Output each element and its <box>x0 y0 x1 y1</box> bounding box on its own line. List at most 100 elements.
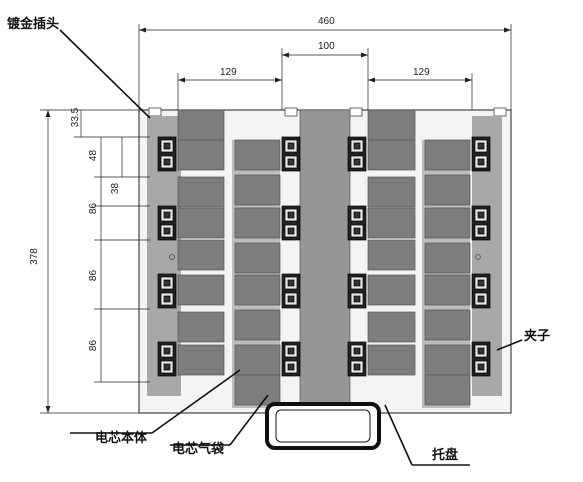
clip-pin <box>163 158 171 166</box>
dim-pitch-a: 48 <box>88 149 100 162</box>
dim-row-pitch-1: 86 <box>88 202 100 215</box>
clip-pin <box>353 142 361 150</box>
clip-pin <box>477 363 485 371</box>
center-pouch <box>299 109 351 411</box>
dim-left-span: 129 <box>220 67 237 78</box>
cell-body <box>234 139 281 171</box>
label-gold-plug: 镀金插头 <box>7 17 60 32</box>
tray-handle-inner <box>275 409 371 443</box>
cell-body <box>424 242 471 274</box>
cell-body <box>177 311 225 343</box>
dim-row-pitch-2: 86 <box>88 269 100 282</box>
clip <box>157 205 177 241</box>
tray-hole <box>475 254 481 260</box>
clip-pin <box>163 363 171 371</box>
tray-hole <box>169 254 175 260</box>
cell-body <box>177 139 225 171</box>
tray-notch <box>493 107 507 117</box>
cell-body <box>177 109 225 141</box>
dim-overall-width: 460 <box>318 16 335 27</box>
dim-pitch-b: 38 <box>110 182 122 195</box>
clip-pin <box>477 211 485 219</box>
clip-pin <box>287 211 295 219</box>
clip-pin <box>163 211 171 219</box>
cell-body <box>367 274 416 306</box>
clip-pin <box>287 363 295 371</box>
clip-pin <box>477 347 485 355</box>
clip <box>281 273 301 309</box>
clip-pin <box>353 363 361 371</box>
dim-right-span: 129 <box>413 67 430 78</box>
cell-body <box>177 274 225 306</box>
clip <box>157 273 177 309</box>
cell-body <box>424 309 471 341</box>
cell-body <box>177 344 225 376</box>
dimension-lines <box>40 24 512 414</box>
clip-pin <box>353 211 361 219</box>
cell-body <box>367 109 416 141</box>
clip <box>347 273 367 309</box>
dim-overall-height: 378 <box>28 248 40 265</box>
cell-body <box>177 239 225 271</box>
clip-pin <box>477 279 485 287</box>
label-clip: 夹子 <box>524 329 551 344</box>
clip-pin <box>287 279 295 287</box>
tray-handle <box>265 402 381 450</box>
cell-body <box>234 374 281 406</box>
cell-body <box>234 174 281 206</box>
clip-grid <box>157 136 491 377</box>
dim-center-gap: 100 <box>318 41 335 52</box>
clip-pin <box>477 158 485 166</box>
tray-notch <box>284 107 298 117</box>
dim-top-offset: 33.5 <box>70 107 82 128</box>
cell-body <box>424 207 471 239</box>
clip-pin <box>163 279 171 287</box>
clip <box>347 341 367 377</box>
clip-pin <box>287 295 295 303</box>
label-cell-body: 电芯本体 <box>95 431 148 446</box>
clip-pin <box>477 295 485 303</box>
clip <box>157 136 177 172</box>
cell-body <box>424 344 471 376</box>
cell-body <box>367 207 416 239</box>
clip-pin <box>353 347 361 355</box>
clip-pin <box>353 158 361 166</box>
clip <box>471 341 491 377</box>
cell-body <box>367 344 416 376</box>
clip <box>347 136 367 172</box>
clip-pin <box>163 142 171 150</box>
clip-pin <box>287 158 295 166</box>
clip <box>471 273 491 309</box>
cell-body <box>367 176 416 208</box>
dim-row-pitch-3: 86 <box>88 339 100 352</box>
clip-pin <box>353 227 361 235</box>
clip <box>471 136 491 172</box>
clip-pin <box>353 279 361 287</box>
clip <box>281 136 301 172</box>
label-cell-pouch: 电芯气袋 <box>172 442 225 457</box>
cell-body <box>234 207 281 239</box>
cell-body <box>367 311 416 343</box>
clip <box>281 341 301 377</box>
clip-pin <box>163 227 171 235</box>
clip-pin <box>287 347 295 355</box>
tray-notch <box>148 107 162 117</box>
clip <box>281 205 301 241</box>
cell-body <box>177 207 225 239</box>
clip-pin <box>477 227 485 235</box>
clip-pin <box>353 295 361 303</box>
clip-pin <box>163 295 171 303</box>
clip-pin <box>287 142 295 150</box>
clip-pin <box>163 347 171 355</box>
clip-pin <box>477 142 485 150</box>
cell-grid <box>177 109 471 411</box>
cell-body <box>234 309 281 341</box>
cell-body <box>424 274 471 306</box>
cell-body <box>424 139 471 171</box>
clip <box>347 205 367 241</box>
cell-body <box>177 176 225 208</box>
clip-pin <box>287 227 295 235</box>
cell-body <box>424 174 471 206</box>
cell-body <box>234 242 281 274</box>
